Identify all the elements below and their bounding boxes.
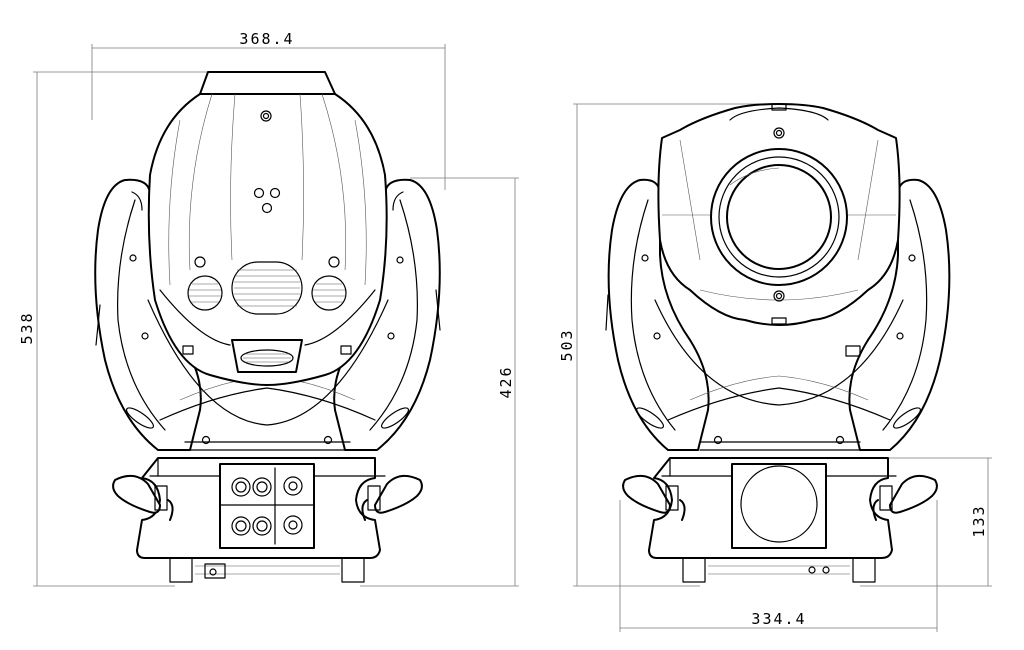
dim-side-height: 503 (558, 328, 576, 361)
dim-front-height: 538 (18, 311, 36, 344)
side-clamp-right (872, 474, 938, 521)
dimension-lines (33, 44, 992, 632)
front-head (147, 71, 388, 386)
front-grill-center (231, 261, 303, 315)
dim-side-width: 334.4 (751, 610, 806, 628)
front-yoke (94, 178, 441, 451)
front-grill-right (311, 275, 347, 311)
dim-side-base-height: 133 (970, 504, 988, 537)
dim-front-width: 368.4 (239, 30, 294, 48)
front-xlr-connectors (231, 477, 272, 536)
front-clamp-right (361, 474, 423, 521)
side-head (657, 103, 901, 326)
side-clamp-left (622, 474, 686, 521)
front-grill-left (187, 275, 223, 311)
dim-front-yoke-height: 426 (497, 365, 515, 398)
side-yoke (605, 178, 951, 451)
side-lens (710, 148, 848, 286)
side-view (605, 103, 951, 583)
side-base (648, 457, 897, 583)
front-clamp-left (112, 474, 174, 521)
front-base (136, 457, 386, 583)
front-view (94, 71, 441, 583)
front-power-connectors (283, 476, 303, 535)
